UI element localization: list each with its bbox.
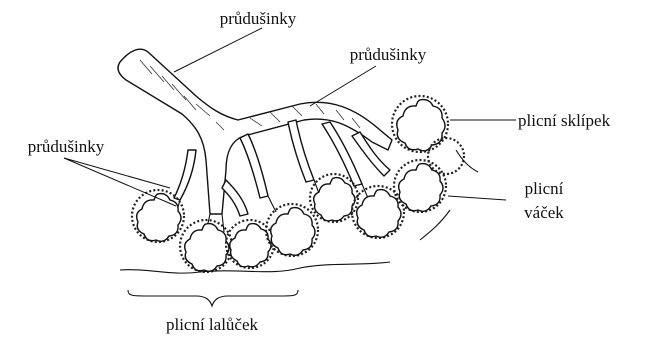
label-alveolus: plicní sklípek (518, 111, 611, 130)
label-alveolar-sac-line2: váček (524, 203, 564, 222)
label-bronchioles-top: průdušinky (220, 9, 297, 28)
label-lobule: plicní lalůček (166, 315, 259, 334)
alveolar-sac (392, 96, 448, 152)
label-bronchioles-middle: průdušinky (350, 45, 427, 64)
alveolar-sac (180, 220, 232, 272)
label-alveolar-sac-line1: plicní (525, 179, 564, 198)
label-bronchioles-left: průdušinky (28, 137, 105, 156)
alveolar-sac (310, 174, 358, 222)
alveolar-sac (394, 160, 446, 212)
lobule-brace (128, 290, 298, 306)
